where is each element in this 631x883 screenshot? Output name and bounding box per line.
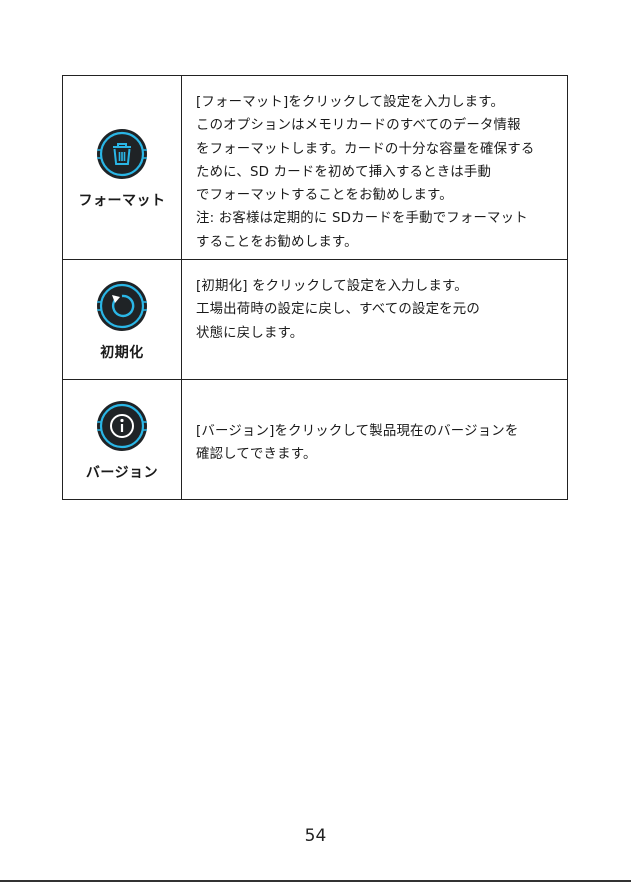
option-label-format: フォーマット — [79, 190, 166, 210]
description-line: [フォーマット]をクリックして設定を入力します。 — [196, 91, 559, 114]
description-cell-format: [フォーマット]をクリックして設定を入力します。 このオプションはメモリカードの… — [182, 76, 568, 260]
page-number: 54 — [0, 826, 631, 846]
table-row: 初期化 [初期化] をクリックして設定を入力します。 工場出荷時の設定に戻し、す… — [63, 260, 568, 380]
icon-cell-reset: 初期化 — [63, 260, 182, 380]
icon-cell-format: フォーマット — [63, 76, 182, 260]
table-row: バージョン [バージョン]をクリックして製品現在のバージョンを 確認してできます… — [63, 380, 568, 500]
trash-icon — [94, 126, 150, 182]
option-label-version: バージョン — [86, 462, 158, 482]
reset-icon — [94, 278, 150, 334]
description-line: このオプションはメモリカードのすべてのデータ情報 — [196, 114, 559, 137]
reset-option: 初期化 — [63, 278, 181, 362]
description-line: 工場出荷時の設定に戻し、すべての設定を元の — [196, 298, 559, 321]
description-line: でフォーマットすることをお勧めします。 — [196, 184, 559, 207]
settings-description-table: フォーマット [フォーマット]をクリックして設定を入力します。 このオプションは… — [62, 75, 568, 500]
description-cell-reset: [初期化] をクリックして設定を入力します。 工場出荷時の設定に戻し、すべての設… — [182, 260, 568, 380]
format-option: フォーマット — [63, 126, 181, 210]
description-line: [バージョン]をクリックして製品現在のバージョンを — [196, 420, 559, 443]
description-line: 状態に戻します。 — [196, 322, 559, 345]
bottom-divider — [0, 880, 631, 882]
icon-cell-version: バージョン — [63, 380, 182, 500]
description-line: [初期化] をクリックして設定を入力します。 — [196, 275, 559, 298]
info-icon — [94, 398, 150, 454]
table-row: フォーマット [フォーマット]をクリックして設定を入力します。 このオプションは… — [63, 76, 568, 260]
description-line: 確認してできます。 — [196, 443, 559, 466]
option-label-reset: 初期化 — [100, 342, 144, 362]
description-line: することをお勧めします。 — [196, 231, 559, 254]
description-cell-version: [バージョン]をクリックして製品現在のバージョンを 確認してできます。 — [182, 380, 568, 500]
version-option: バージョン — [63, 398, 181, 482]
description-line: をフォーマットします。カードの十分な容量を確保する — [196, 138, 559, 161]
description-line: ために、SD カードを初めて挿入するときは手動 — [196, 161, 559, 184]
description-line: 注: お客様は定期的に SDカードを手動でフォーマット — [196, 207, 559, 230]
